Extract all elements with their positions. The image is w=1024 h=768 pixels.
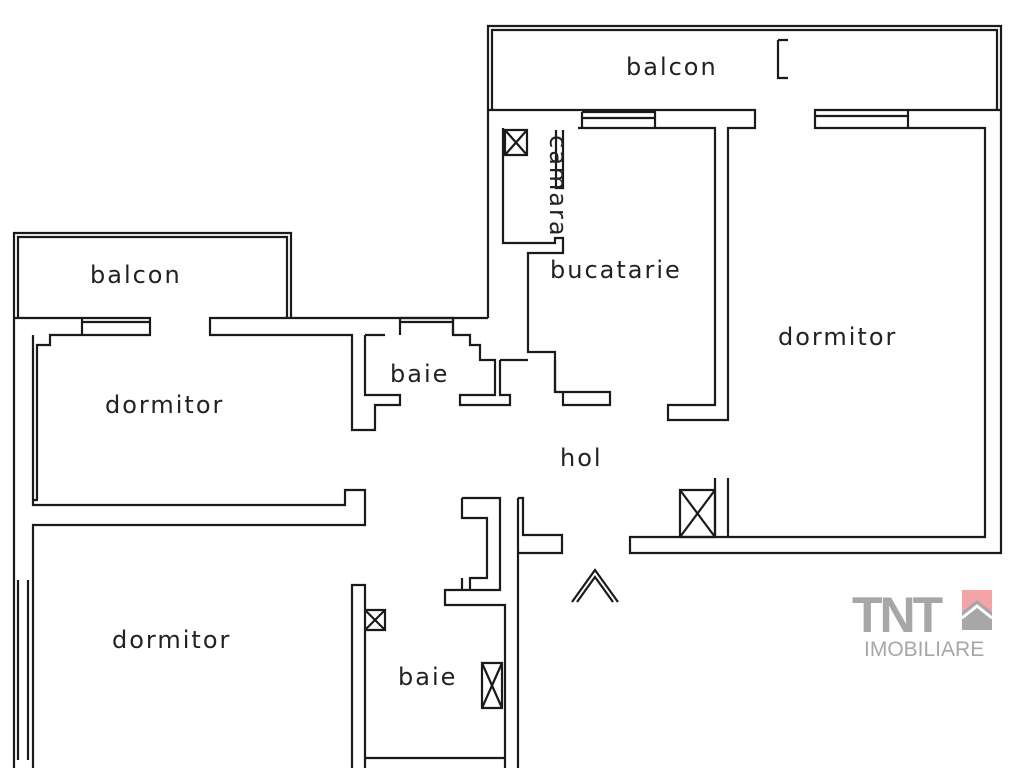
walls (12, 24, 1003, 768)
room-labels: balcon camara bucatarie dormitor balcon … (90, 53, 897, 691)
label-dormitor-bottom: dormitor (112, 626, 231, 654)
label-balcon-top: balcon (626, 53, 718, 81)
tnt-logo: TNT IMOBILIARE (852, 587, 993, 661)
label-bucatarie: bucatarie (550, 256, 682, 284)
label-dormitor-right: dormitor (778, 323, 897, 351)
logo-subtitle: IMOBILIARE (864, 638, 984, 661)
label-camara: camara (544, 135, 572, 238)
logo-brand: TNT (852, 587, 943, 643)
label-dormitor-left: dormitor (105, 391, 224, 419)
label-hol: hol (560, 444, 603, 472)
label-balcon-left: balcon (90, 261, 182, 289)
label-baie-bottom: baie (398, 663, 457, 691)
label-baie-top: baie (390, 360, 449, 388)
